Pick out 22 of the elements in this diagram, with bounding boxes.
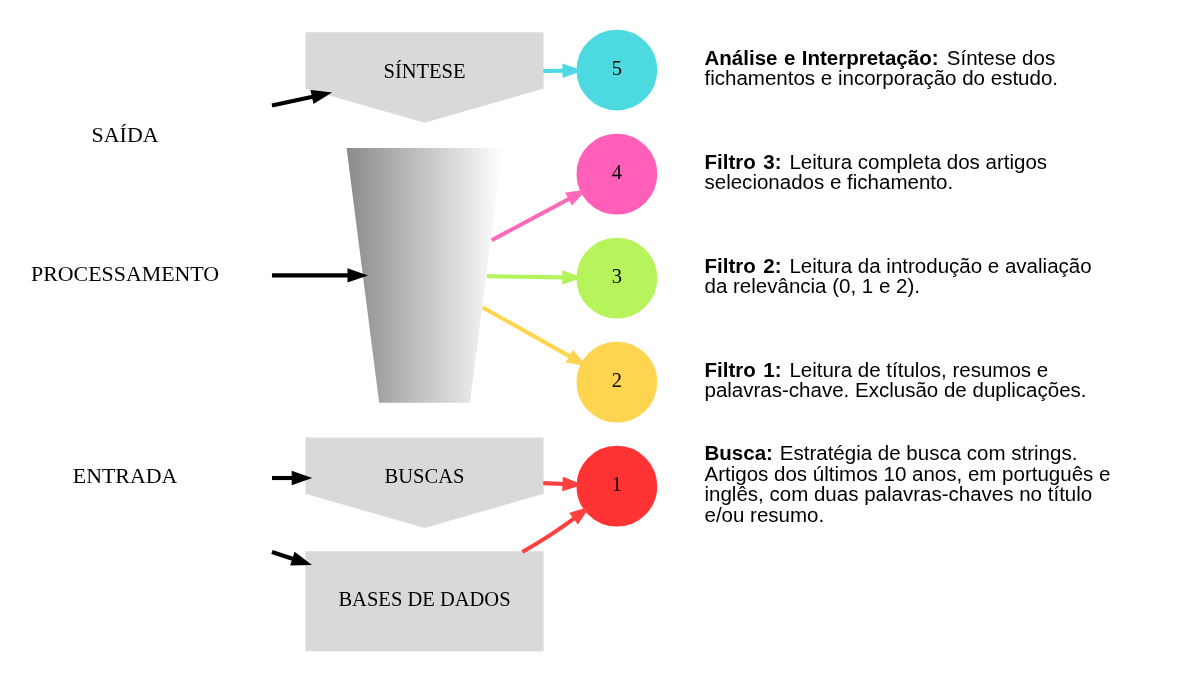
node-circle: 1 bbox=[576, 445, 658, 527]
arrow bbox=[271, 549, 312, 565]
label: ENTRADA bbox=[72, 462, 178, 488]
label: SAÍDA bbox=[91, 121, 159, 147]
arrow bbox=[521, 505, 591, 554]
node-label: Filtro 3: Leitura completa dos artigos selecionados e fichamento. bbox=[704, 149, 1048, 193]
node-label: Busca: Estratégia de busca com strings. Artigos dos últimos 10 anos, em português e inglês, com duas palavras-chaves no título e/ou resumo. bbox=[704, 440, 1111, 526]
arrow bbox=[543, 476, 584, 491]
label: PROCESSAMENTO bbox=[30, 260, 220, 286]
arrow bbox=[271, 267, 369, 283]
arrow bbox=[271, 89, 333, 108]
arrow bbox=[490, 188, 587, 242]
node-box: BASES DE DADOS bbox=[305, 550, 544, 651]
node-circle: 2 bbox=[576, 341, 658, 423]
node-circle: 5 bbox=[576, 29, 658, 110]
node-circle: 4 bbox=[576, 133, 658, 214]
node-label: Filtro 2: Leitura da introdução e avaliação da relevância (0, 1 e 2). bbox=[704, 253, 1092, 297]
node-label: Análise e Interpretação: Síntese dos fichamentos e incorporação do estudo. bbox=[704, 45, 1059, 89]
arrow bbox=[271, 470, 313, 485]
node-label: Filtro 1: Leitura de títulos, resumos e palavras-chave. Exclusão de duplicações. bbox=[704, 357, 1087, 401]
node-circle: 3 bbox=[576, 237, 658, 318]
arrow bbox=[543, 63, 584, 78]
